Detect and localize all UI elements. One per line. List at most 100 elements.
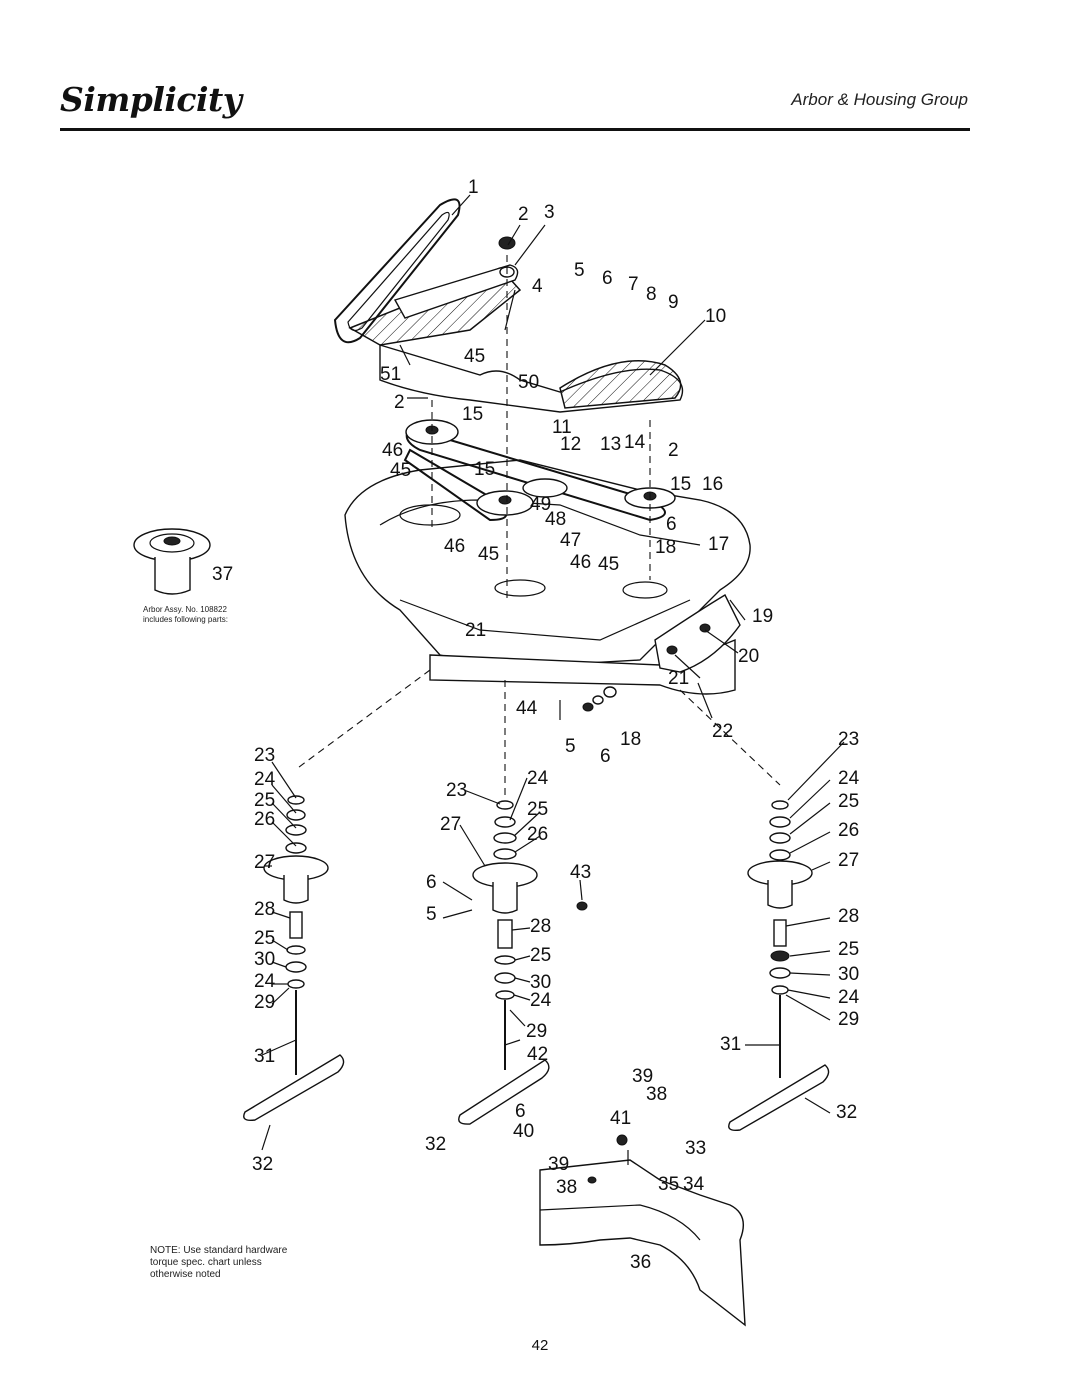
- callout-6: 6: [602, 268, 613, 289]
- callout-16: 16: [702, 474, 723, 495]
- side-shield: [654, 594, 741, 673]
- arbor-assembly-note: Arbor Assy. No. 108822 includes followin…: [143, 605, 228, 625]
- callout-37: 37: [212, 564, 233, 585]
- callout-45c: 45: [478, 544, 499, 565]
- callout-22: 22: [712, 721, 733, 742]
- explosion-lines: [294, 255, 781, 800]
- brand-logo: Simplicity: [60, 80, 242, 119]
- callout-6c: 6: [426, 872, 437, 893]
- callout-17: 17: [708, 534, 729, 555]
- callout-36: 36: [630, 1252, 651, 1273]
- callout-24c: 24: [527, 768, 549, 789]
- spindle-right: [728, 800, 830, 1132]
- callout-labels: 1 2 3 4 5 6 7 8 9 10 45 50 51 2 15 11 12…: [212, 177, 860, 1273]
- callout-10: 10: [705, 306, 726, 327]
- header-rule: [60, 128, 970, 131]
- rear-baffle: [539, 1134, 746, 1327]
- housing-cover: [379, 344, 684, 413]
- callout-31a: 31: [254, 1046, 275, 1067]
- callout-32a: 32: [252, 1154, 273, 1175]
- callout-23a: 23: [254, 745, 275, 766]
- callout-1: 1: [468, 177, 479, 198]
- callout-45a: 45: [464, 346, 485, 367]
- callout-3: 3: [544, 202, 555, 223]
- callout-44: 44: [516, 698, 538, 719]
- callout-25a: 25: [254, 790, 275, 811]
- callout-28b: 28: [530, 916, 551, 937]
- callout-27c: 27: [838, 850, 859, 871]
- callout-5: 5: [574, 260, 585, 281]
- callout-5a: 5: [565, 736, 576, 757]
- note-line3: otherwise noted: [150, 1269, 221, 1280]
- callout-19: 19: [752, 606, 773, 627]
- arbor-note-line1: Arbor Assy. No. 108822: [143, 605, 227, 614]
- callout-26c: 26: [838, 820, 859, 841]
- callout-26b: 26: [527, 824, 548, 845]
- callout-25b: 25: [254, 928, 275, 949]
- callout-7: 7: [628, 274, 639, 295]
- callout-24f: 24: [838, 987, 860, 1008]
- deck-housing: [344, 459, 751, 695]
- callout-41: 41: [610, 1108, 631, 1129]
- callout-34: 34: [683, 1174, 705, 1195]
- spindle-left: [243, 795, 345, 1122]
- callout-40: 40: [513, 1121, 534, 1142]
- callout-26a: 26: [254, 809, 275, 830]
- callout-47: 47: [560, 530, 581, 551]
- callout-6a: 6: [600, 746, 611, 767]
- callout-24a: 24: [254, 769, 276, 790]
- callout-15b: 15: [474, 459, 495, 480]
- callout-6b: 6: [666, 514, 677, 535]
- callout-2: 2: [518, 204, 529, 225]
- callout-38b: 38: [556, 1177, 577, 1198]
- torque-note: NOTE: Use standard hardware torque spec.…: [150, 1245, 290, 1281]
- callout-30b: 30: [530, 972, 551, 993]
- callout-24e: 24: [838, 768, 860, 789]
- callout-50: 50: [518, 372, 539, 393]
- callout-27b: 27: [440, 814, 461, 835]
- idler-bracket: [393, 236, 519, 319]
- leader-lines: [261, 194, 845, 1151]
- callout-2b: 2: [394, 392, 405, 413]
- callout-45d: 45: [598, 554, 619, 575]
- callout-5b: 5: [426, 904, 437, 925]
- callout-25e: 25: [838, 791, 859, 812]
- callout-49: 49: [530, 494, 551, 515]
- callout-46a: 46: [382, 440, 403, 461]
- callout-32c: 32: [836, 1102, 857, 1123]
- hardware-cluster: [559, 686, 617, 720]
- callout-23c: 23: [838, 729, 859, 750]
- callout-29a: 29: [254, 992, 275, 1013]
- callout-38a: 38: [646, 1084, 667, 1105]
- note-line1: NOTE: Use standard hardware: [150, 1245, 288, 1256]
- callout-29c: 29: [838, 1009, 859, 1030]
- callout-15a: 15: [462, 404, 483, 425]
- callout-13: 13: [600, 434, 621, 455]
- arbor-assembly-inset: [133, 528, 211, 595]
- callout-15c: 15: [670, 474, 691, 495]
- section-title: Arbor & Housing Group: [791, 90, 968, 109]
- callout-2c: 2: [668, 440, 679, 461]
- callout-24d: 24: [530, 990, 552, 1011]
- callout-6d: 6: [515, 1101, 526, 1122]
- note-line2: torque spec. chart unless: [150, 1257, 262, 1268]
- callout-46b: 46: [444, 536, 465, 557]
- callout-9: 9: [668, 292, 679, 313]
- callout-42: 42: [527, 1044, 548, 1065]
- callout-39a: 39: [632, 1066, 653, 1087]
- callout-30a: 30: [254, 949, 275, 970]
- callout-21a: 21: [465, 620, 486, 641]
- callout-24b: 24: [254, 971, 276, 992]
- callout-18a: 18: [655, 537, 676, 558]
- callout-18b: 18: [620, 729, 641, 750]
- callout-25f: 25: [838, 939, 859, 960]
- callout-27a: 27: [254, 852, 275, 873]
- callout-51: 51: [380, 364, 401, 385]
- callout-33: 33: [685, 1138, 706, 1159]
- page-number: 42: [531, 1337, 549, 1354]
- callout-8: 8: [646, 284, 657, 305]
- callout-35: 35: [658, 1174, 679, 1195]
- callout-31b: 31: [720, 1034, 741, 1055]
- callout-32b: 32: [425, 1134, 446, 1155]
